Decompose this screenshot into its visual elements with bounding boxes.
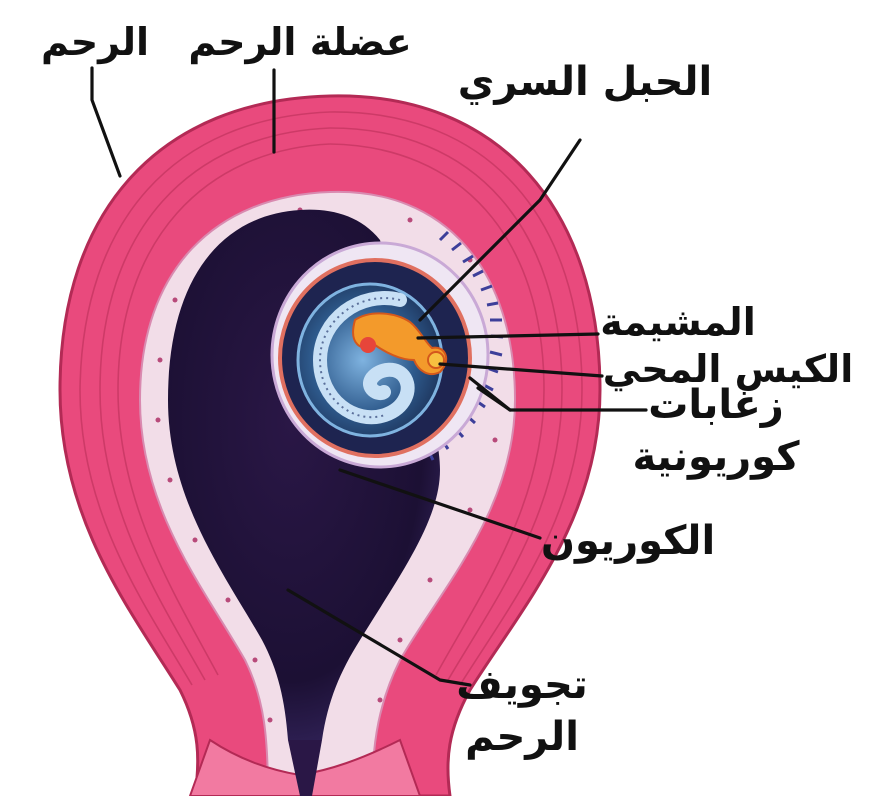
label-chorionic-villi-2: كوريونية bbox=[632, 434, 800, 480]
label-chorion: الكوريون bbox=[541, 518, 715, 564]
label-umbilical-cord: الحبل السري bbox=[458, 59, 713, 105]
label-uterine-cavity-2: الرحم bbox=[465, 714, 579, 760]
label-uterine-muscle: عضلة الرحم bbox=[188, 20, 411, 65]
embryo-heart bbox=[360, 337, 376, 353]
label-chorionic-villi-1: زغابات bbox=[648, 382, 784, 428]
label-uterine-cavity-1: تجويف bbox=[456, 662, 588, 708]
label-placenta: المشيمة bbox=[600, 300, 755, 344]
label-uterus: الرحم bbox=[41, 20, 149, 65]
